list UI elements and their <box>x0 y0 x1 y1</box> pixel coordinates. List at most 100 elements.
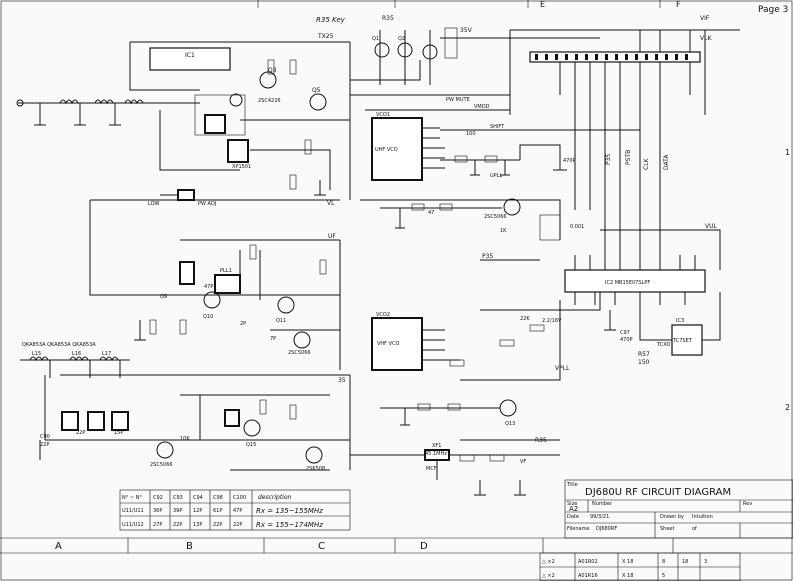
drawn-value: Intuition <box>692 514 713 520</box>
q3-type: 2SC4226 <box>258 98 281 104</box>
r-100: 100 <box>466 131 476 137</box>
pw-mute-label: PW MUTE <box>446 97 470 103</box>
row-label-1: 1 <box>785 148 790 157</box>
xf1-freq: 45.1MHz <box>425 451 447 457</box>
table-cell: 22P <box>233 522 242 528</box>
column-label-b: B <box>186 541 193 552</box>
table-cell: 27P <box>153 522 162 528</box>
vpll-line <box>460 300 561 381</box>
column-label-a: A <box>55 541 62 552</box>
sheet-value: of <box>692 526 697 532</box>
mcf-label: MCF <box>426 466 437 472</box>
table-cell: 12P <box>193 508 202 514</box>
column-label-e: E <box>540 0 545 9</box>
q13-label: Q13 <box>505 421 515 427</box>
ic3-block <box>671 324 703 356</box>
bias-line <box>350 60 421 81</box>
ic2-pins <box>574 255 696 320</box>
size-value: A2 <box>569 505 578 513</box>
c47-label: 47P <box>204 284 213 290</box>
date-field-label: Date <box>567 514 579 520</box>
rev-code: A01R02 <box>578 559 598 565</box>
low-label: LOW <box>148 201 160 207</box>
table-header-3: C94 <box>193 495 203 501</box>
pw-adj-label: PW ADJ <box>198 201 216 207</box>
table-cell: 47P <box>233 508 242 514</box>
q3-label: Q3 <box>268 67 277 74</box>
uhf-vco-label: UHF VCO <box>375 147 398 153</box>
q1-q2-switch <box>374 27 458 85</box>
q2-label: Q2 <box>398 36 405 42</box>
rev-mark: △ ×2 <box>542 573 555 579</box>
vhf-vco-label: VHF VCO <box>377 341 400 347</box>
r35-top-label: R35 <box>382 15 394 22</box>
35-label: 35 <box>338 377 346 384</box>
r57-label: R57 <box>638 351 650 358</box>
r-47: 47 <box>428 210 434 216</box>
connector-pins <box>535 54 688 60</box>
number-field-label: Number <box>592 501 613 507</box>
rev-field-label: Rev <box>743 501 752 507</box>
table-header-6: description <box>258 494 292 501</box>
vhf-buffer-stage <box>380 399 517 426</box>
q5-label: Q5 <box>312 87 321 94</box>
uhf-vco-block <box>371 117 423 181</box>
antenna-terminal <box>16 99 24 107</box>
drawing-title: DJ680U RF CIRCUIT DIAGRAM <box>585 487 731 498</box>
table-cell: 22P <box>213 522 222 528</box>
data-label: DATA <box>663 154 670 170</box>
ic1-label: IC1 <box>185 52 195 59</box>
upll-label: UPLL <box>490 173 502 179</box>
c90-label: C90 <box>40 434 50 440</box>
ic2-label: IC2 MB15E07SLPF <box>605 280 650 286</box>
pw-adj-section <box>160 189 195 201</box>
p35-label: P35 <box>482 253 493 260</box>
coil-part-label: QKA853A QKA853A QKA853A <box>22 342 96 348</box>
vul-label: VUL <box>705 223 717 230</box>
l16-label: L16 <box>72 351 81 357</box>
table-cell: 36P <box>153 508 162 514</box>
table-cell: U11/U11 <box>122 508 144 514</box>
table-cell: 61P <box>213 508 222 514</box>
column-label-f: F <box>676 0 681 9</box>
table-cell: Rx = 135~155MHz <box>256 507 323 515</box>
input-filter <box>34 99 144 126</box>
p35-bus-label: P35 <box>605 154 612 165</box>
vco2-label: VCO2 <box>376 312 390 318</box>
xp-label: XP1501 <box>232 164 251 170</box>
rev-mark: △ ×2 <box>542 559 555 565</box>
title-field-label: Title <box>566 482 578 488</box>
table-cell: U11/U12 <box>122 522 144 528</box>
rev-cell: 3 <box>704 559 707 565</box>
tcxo-line <box>639 320 672 341</box>
c97-value: 470P <box>620 337 633 343</box>
handwritten-note: R35 Key <box>316 16 346 24</box>
revision-table <box>539 552 741 581</box>
sheet-field-label: Sheet <box>660 526 674 532</box>
ic1-block <box>149 47 231 71</box>
tx-rail <box>129 42 200 91</box>
q14-type: 2SC5066 <box>150 462 173 468</box>
tx-amp-section <box>159 71 350 190</box>
r-10k: 10K <box>180 436 190 442</box>
page-label: Page 3 <box>758 5 788 15</box>
column-label-d: D <box>420 541 428 552</box>
table-cell: Rx = 155~174MHz <box>256 521 323 529</box>
mcf-filter <box>424 449 450 480</box>
q10-label: Q10 <box>203 314 213 320</box>
filename-value: DJ680RF <box>596 526 617 532</box>
vif-label: VIF <box>700 15 710 22</box>
tcxo-label: TCXO <box>656 342 670 348</box>
c90-value: 22P <box>40 442 49 448</box>
c-22u-label: 2.2/16V <box>542 318 562 324</box>
c-22p: 22P <box>76 430 85 436</box>
ic3-label: IC3 <box>676 318 684 324</box>
drawn-field-label: Drawn by <box>660 514 684 520</box>
uhf-vco-pins <box>422 127 445 169</box>
vf-label: VF <box>520 459 526 465</box>
tx25-label: TX25 <box>317 33 334 40</box>
vhf-vco-pins <box>422 329 460 361</box>
